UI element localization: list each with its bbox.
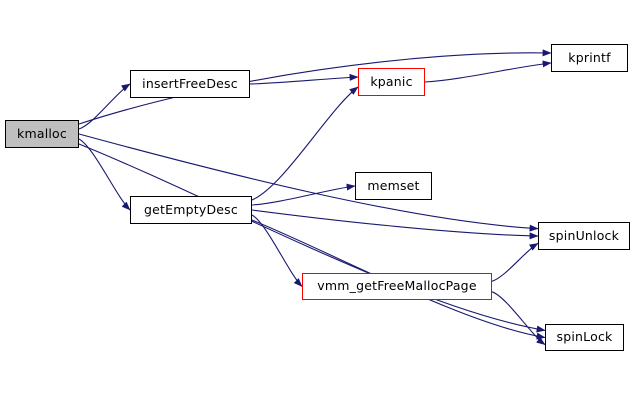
node-spinLock[interactable]: spinLock [545,324,624,351]
node-label: kpanic [370,73,413,89]
node-insertFreeDesc[interactable]: insertFreeDesc [130,70,250,98]
node-label: kprintf [568,49,611,65]
edge-vmm_getFreeMallocPage-to-spinLock [491,291,546,346]
node-label: spinLock [556,329,613,345]
edge-kmalloc-to-getEmptyDesc [78,138,131,211]
node-label: memset [367,177,420,193]
edge-vmm_getFreeMallocPage-to-spinUnlock [491,242,539,282]
node-getEmptyDesc[interactable]: getEmptyDesc [130,196,252,224]
edge-getEmptyDesc-to-kpanic [251,86,359,201]
edge-insertFreeDesc-to-kpanic [249,73,359,85]
node-label: kmalloc [17,125,67,141]
node-kpanic[interactable]: kpanic [358,68,425,96]
edge-kpanic-to-kprintf [424,60,552,83]
node-spinUnlock[interactable]: spinUnlock [538,222,630,250]
edge-getEmptyDesc-to-spinUnlock [251,209,539,240]
edge-getEmptyDesc-to-vmm_getFreeMallocPage [251,214,303,287]
edge-kmalloc-to-insertFreeDesc [78,83,131,130]
edge-kmalloc-to-spinLock [78,143,546,333]
node-label: insertFreeDesc [142,75,238,91]
node-kprintf[interactable]: kprintf [551,44,628,72]
edge-getEmptyDesc-to-memset [251,183,356,206]
node-kmalloc[interactable]: kmalloc [5,120,79,148]
node-label: vmm_getFreeMallocPage [317,278,477,294]
node-vmm_getFreeMallocPage[interactable]: vmm_getFreeMallocPage [302,273,492,300]
edge-kmalloc-to-kprintf [78,49,552,125]
node-label: getEmptyDesc [144,201,238,217]
node-memset[interactable]: memset [355,172,432,200]
node-label: spinUnlock [548,227,620,243]
edge-kmalloc-to-spinUnlock [78,133,539,232]
